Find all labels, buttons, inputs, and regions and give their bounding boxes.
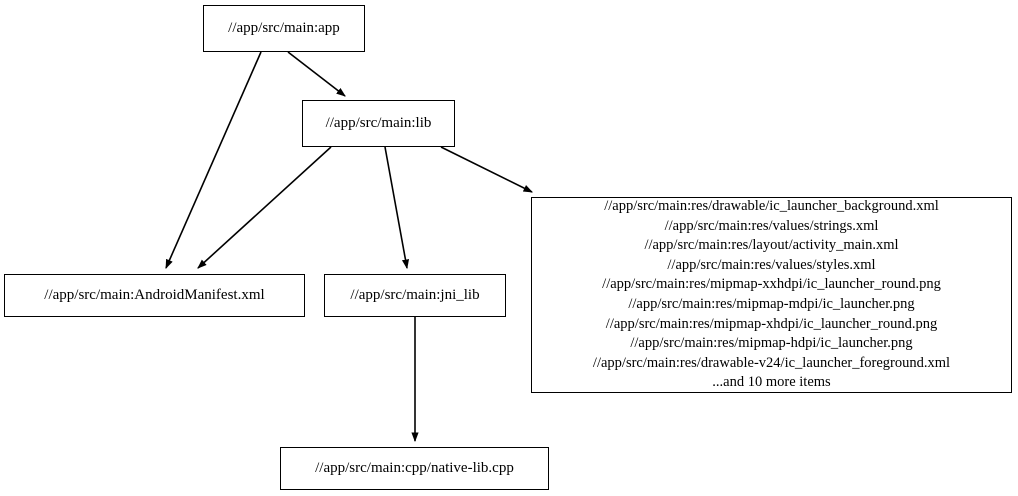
- node-res-bundle-line: //app/src/main:res/drawable-v24/ic_launc…: [592, 354, 951, 371]
- node-res-bundle-line: //app/src/main:res/drawable/ic_launcher_…: [604, 198, 939, 215]
- node-res-bundle-line: //app/src/main:res/mipmap-xxhdpi/ic_laun…: [602, 276, 941, 293]
- node-res-bundle-line: //app/src/main:res/layout/activity_main.…: [644, 237, 899, 254]
- node-lib-label: //app/src/main:lib: [325, 114, 432, 131]
- node-res-bundle[interactable]: //app/src/main:res/drawable/ic_launcher_…: [531, 197, 1012, 393]
- node-native-lib-cpp[interactable]: //app/src/main:cpp/native-lib.cpp: [280, 447, 549, 490]
- node-res-bundle-line: //app/src/main:res/values/strings.xml: [664, 217, 879, 234]
- node-res-bundle-line: //app/src/main:res/values/styles.xml: [667, 256, 876, 273]
- edge-lib-to-manifest: [197, 146, 332, 269]
- node-res-bundle-line: //app/src/main:res/mipmap-xhdpi/ic_launc…: [605, 315, 938, 332]
- node-res-bundle-label: //app/src/main:res/drawable/ic_launcher_…: [532, 197, 1011, 393]
- node-app[interactable]: //app/src/main:app: [203, 5, 365, 52]
- edge-lib-to-jni-lib: [384, 146, 410, 270]
- node-native-lib-cpp-label: //app/src/main:cpp/native-lib.cpp: [315, 459, 514, 476]
- node-res-bundle-line: //app/src/main:res/mipmap-hdpi/ic_launch…: [630, 335, 913, 352]
- node-android-manifest-label: //app/src/main:AndroidManifest.xml: [44, 286, 265, 303]
- edge-app-to-lib: [287, 51, 346, 97]
- node-jni-lib[interactable]: //app/src/main:jni_lib: [324, 274, 506, 317]
- node-app-label: //app/src/main:app: [228, 19, 340, 36]
- edge-lib-to-res: [440, 146, 533, 193]
- node-jni-lib-label: //app/src/main:jni_lib: [350, 286, 480, 303]
- edge-app-to-manifest: [165, 51, 262, 270]
- node-lib[interactable]: //app/src/main:lib: [302, 100, 455, 147]
- node-res-bundle-line: ...and 10 more items: [712, 374, 831, 391]
- node-android-manifest[interactable]: //app/src/main:AndroidManifest.xml: [4, 274, 305, 317]
- node-res-bundle-line: //app/src/main:res/mipmap-mdpi/ic_launch…: [628, 296, 915, 312]
